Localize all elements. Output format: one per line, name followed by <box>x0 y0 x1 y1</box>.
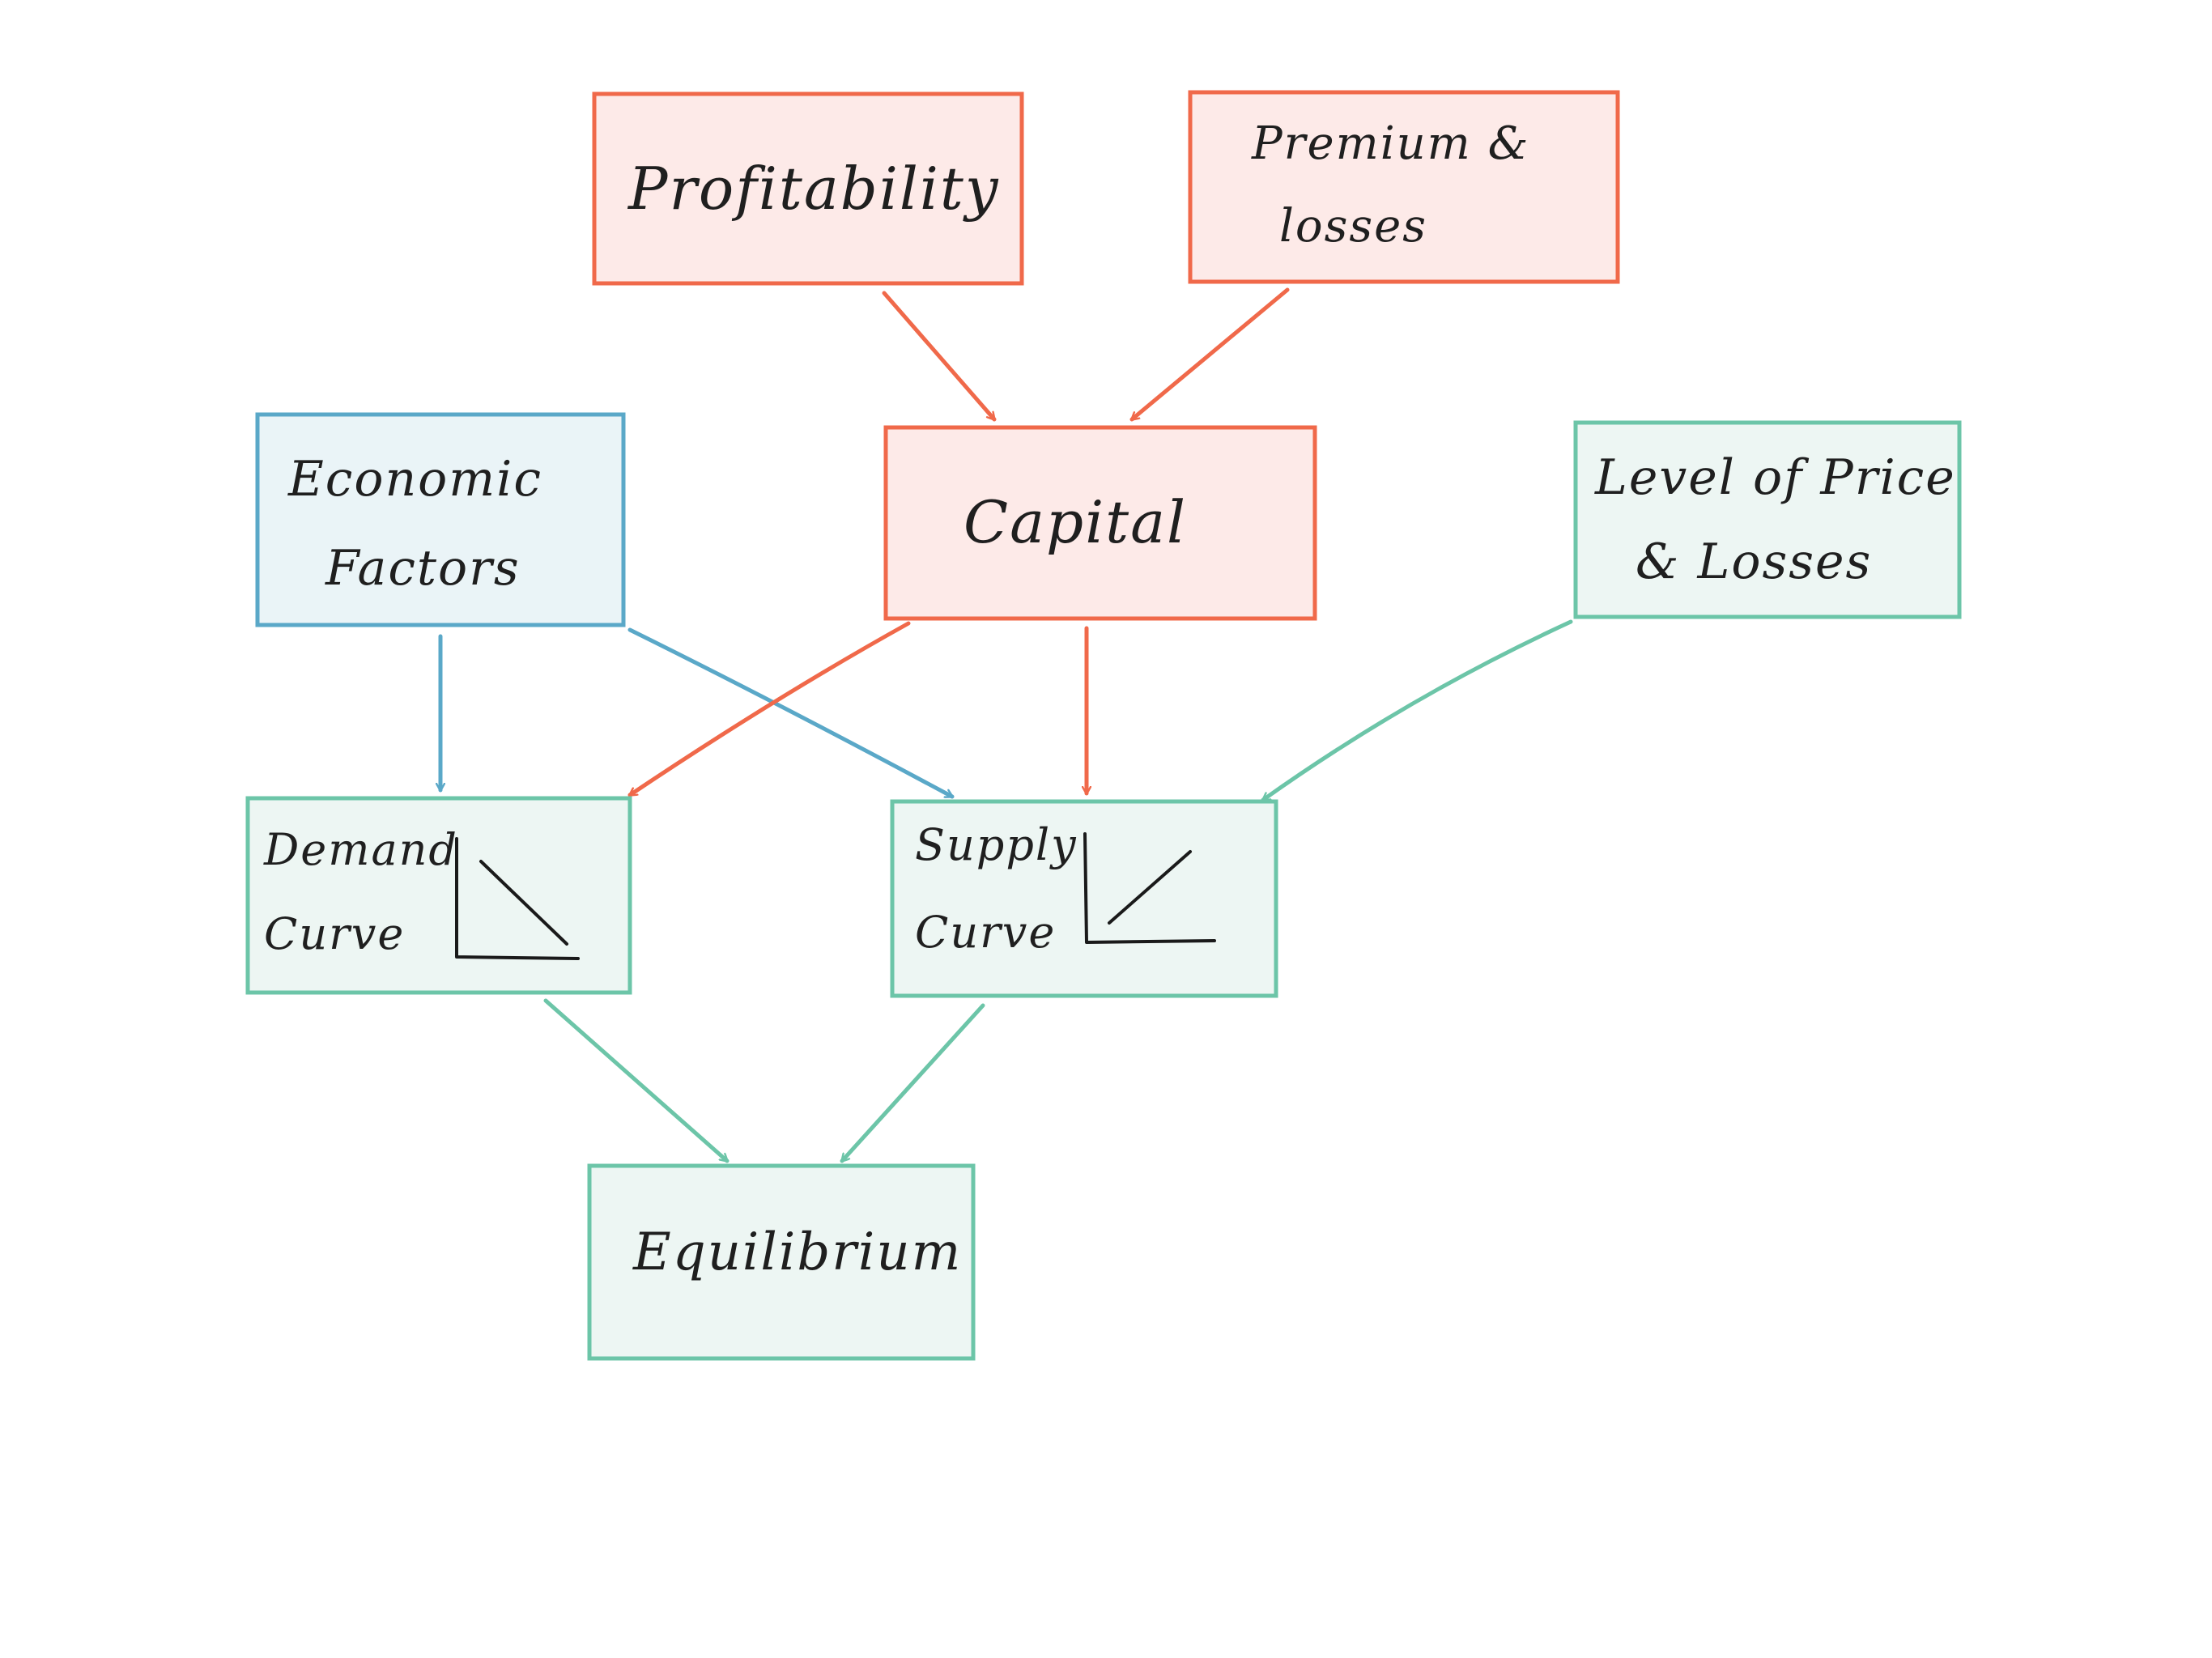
node-profitability[interactable]: Profitability <box>592 91 1024 286</box>
node-level-price-losses-label-line2: & Losses <box>1636 534 1872 590</box>
node-premium-losses-label-line1: Premium & <box>1251 117 1529 170</box>
edge-level-price-losses-to-supply-curve <box>1261 619 1573 802</box>
node-capital-label: Capital <box>963 488 1187 556</box>
node-premium-losses[interactable]: Premium & losses <box>1188 90 1620 284</box>
edge-premium-losses-to-capital <box>1129 287 1290 422</box>
demand-curve-icon <box>455 837 580 960</box>
edge-economic-factors-to-supply-curve <box>627 627 955 799</box>
node-equilibrium-label: Equilibrium <box>632 1222 962 1282</box>
node-level-price-losses-label-line1: Level of Price <box>1594 449 1956 506</box>
edge-demand-curve-to-equilibrium <box>543 998 730 1163</box>
node-equilibrium[interactable]: Equilibrium <box>587 1163 976 1361</box>
node-economic-factors-label-line1: Economic <box>287 451 542 508</box>
node-economic-factors-label-line2: Factors <box>325 540 521 597</box>
node-level-price-losses[interactable]: Level of Price & Losses <box>1573 420 1962 619</box>
node-profitability-label: Profitability <box>627 155 1000 223</box>
node-premium-losses-label-line2: losses <box>1279 200 1427 253</box>
node-capital[interactable]: Capital <box>883 425 1317 621</box>
edge-supply-curve-to-equilibrium <box>840 1003 985 1163</box>
supply-curve-icon <box>1083 832 1216 944</box>
node-demand-curve-label-line2: Curve <box>264 908 405 959</box>
edge-capital-to-demand-curve <box>627 621 911 797</box>
edge-profitability-to-capital <box>882 291 997 422</box>
node-demand-curve[interactable]: Demand Curve <box>245 796 632 995</box>
node-demand-curve-label-line1: Demand <box>263 824 458 875</box>
node-supply-curve-label-line2: Curve <box>915 907 1056 958</box>
node-supply-curve[interactable]: Supply Curve <box>890 799 1278 998</box>
node-supply-curve-label-line1: Supply <box>915 819 1078 870</box>
node-economic-factors[interactable]: Economic Factors <box>255 412 626 627</box>
